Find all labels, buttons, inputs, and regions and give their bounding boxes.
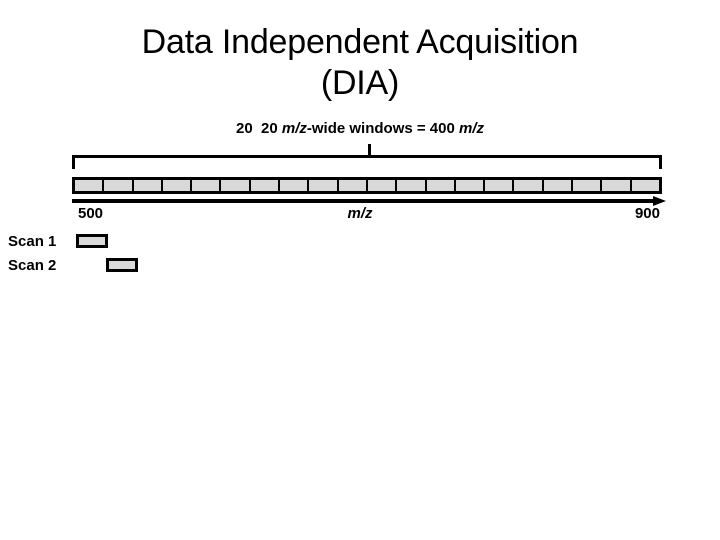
scan-2-label: Scan 2 xyxy=(8,257,57,274)
caption-leader-line xyxy=(368,144,371,157)
window-caption: 20 20 m/z-wide windows = 400 m/z xyxy=(0,120,720,138)
isolation-window-cell xyxy=(280,180,310,191)
axis-line xyxy=(72,199,656,203)
isolation-window-cell xyxy=(631,180,659,191)
mz-axis xyxy=(72,196,666,207)
isolation-window-cell xyxy=(221,180,251,191)
axis-arrow-icon xyxy=(653,196,666,206)
caption-prefix: 20 20 xyxy=(235,120,282,137)
isolation-window-cell xyxy=(75,180,105,191)
isolation-window-cell xyxy=(514,180,544,191)
isolation-window-cell xyxy=(367,180,398,191)
bracket-horizontal-bar xyxy=(72,155,662,158)
caption-mz-unit-1: m/z xyxy=(281,120,307,137)
isolation-window-cell xyxy=(455,180,486,191)
isolation-window-cell xyxy=(309,180,339,191)
axis-label-center: m/z xyxy=(347,205,373,222)
axis-label-start: 500 xyxy=(78,205,104,222)
scan-2-window-swatch xyxy=(106,258,138,272)
axis-label-end: 900 xyxy=(634,205,660,222)
isolation-window-cell xyxy=(250,180,281,191)
caption-mz-unit-2: m/z xyxy=(459,120,485,137)
isolation-window-cell xyxy=(162,180,193,191)
isolation-window-cell xyxy=(543,180,574,191)
isolation-window-cell xyxy=(133,180,163,191)
isolation-window-cell xyxy=(485,180,515,191)
scan-1-window-swatch xyxy=(76,234,108,248)
isolation-window-strip xyxy=(72,177,662,194)
isolation-window-cell xyxy=(104,180,134,191)
title-line-2: (DIA) xyxy=(320,64,400,102)
isolation-window-cell xyxy=(573,180,603,191)
caption-middle: -wide windows = 400 xyxy=(306,120,459,137)
scan-1-label: Scan 1 xyxy=(8,233,57,250)
mz-range-bracket xyxy=(72,155,662,169)
page-title: Data Independent Acquisition (DIA) xyxy=(0,22,720,104)
title-line-1: Data Independent Acquisition xyxy=(141,23,579,61)
bracket-tick-left xyxy=(72,155,75,169)
isolation-window-cell xyxy=(602,180,632,191)
isolation-window-cell xyxy=(426,180,456,191)
bracket-tick-right xyxy=(659,155,662,169)
isolation-window-cell xyxy=(192,180,222,191)
legend-row-scan-2: Scan 2 xyxy=(8,256,268,276)
isolation-window-cell xyxy=(338,180,368,191)
legend-row-scan-1: Scan 1 xyxy=(8,232,268,252)
isolation-window-cell xyxy=(397,180,427,191)
